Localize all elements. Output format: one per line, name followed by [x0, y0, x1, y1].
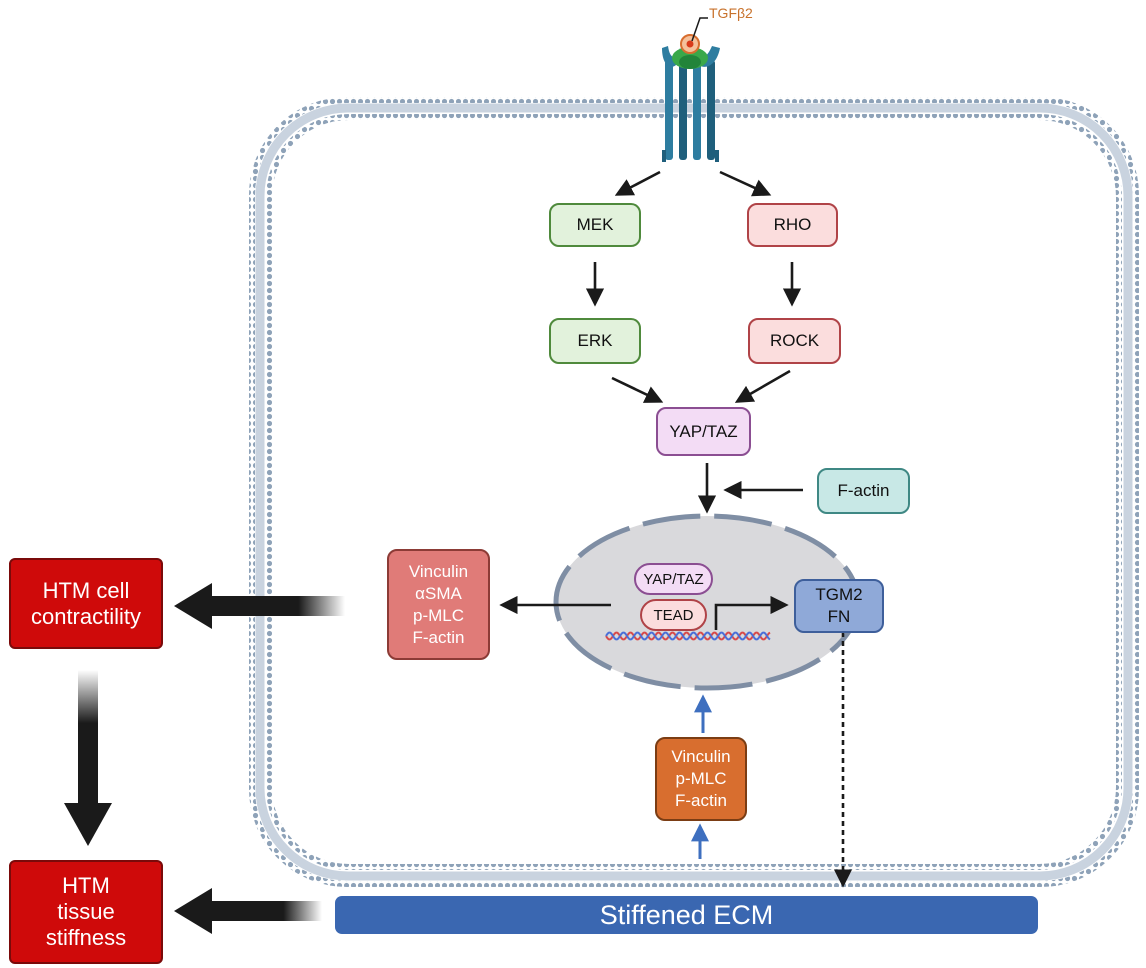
target-gene-1: FN	[827, 607, 851, 626]
nucleus-yap-taz-label: YAP/TAZ	[643, 570, 704, 588]
stiffness-line-0: HTM	[62, 873, 110, 898]
dna-helix	[605, 631, 771, 641]
contractility-markers-node: Vinculin αSMA p-MLC F-actin	[387, 549, 490, 660]
mechano-marker-0: Vinculin	[671, 747, 731, 766]
arrow-rock-to-yap	[734, 369, 791, 403]
nucleus-yap-taz: YAP/TAZ	[634, 563, 713, 595]
arrow-erk-to-yap	[611, 376, 664, 403]
target-gene-0: TGM2	[815, 585, 863, 604]
arrow-to-contractility	[174, 583, 345, 629]
mechano-marker-2: F-actin	[675, 791, 727, 810]
contractility-marker-1: αSMA	[415, 583, 462, 603]
target-genes-node: TGM2 FN	[794, 579, 884, 633]
yap-taz-label: YAP/TAZ	[669, 421, 738, 441]
arrow-to-stiffness	[174, 888, 322, 934]
f-actin-node: F-actin	[817, 468, 910, 514]
rock-label: ROCK	[769, 331, 820, 350]
contractility-marker-3: F-actin	[412, 627, 465, 647]
arrow-receptor-to-mek	[614, 170, 661, 196]
tgfb2-label: TGFβ2	[709, 5, 753, 21]
htm-stiffness-outcome: HTM tissue stiffness	[9, 860, 163, 964]
stiffness-line-1: tissue	[57, 899, 115, 924]
yap-taz-node: YAP/TAZ	[656, 407, 751, 456]
rock-node: ROCK	[748, 318, 841, 364]
erk-node: ERK	[549, 318, 641, 364]
arrow-contractility-to-stiffness	[64, 670, 112, 846]
mek-node: MEK	[549, 203, 641, 247]
arrow-receptor-to-rho	[719, 170, 772, 197]
erk-label: ERK	[577, 331, 613, 350]
mek-label: MEK	[576, 215, 614, 234]
tgfb2-ligand	[680, 17, 708, 54]
mechano-arrows	[691, 694, 712, 859]
mechano-marker-1: p-MLC	[675, 769, 727, 788]
stiffness-line-2: stiffness	[45, 925, 127, 950]
signaling-arrows	[499, 170, 853, 888]
contractility-line-1: contractility	[30, 603, 142, 629]
tead-node: TEAD	[640, 599, 707, 631]
mechano-markers-node: Vinculin p-MLC F-actin	[655, 737, 747, 821]
arrow-transcription-to-targets	[714, 595, 789, 630]
contractility-line-0: HTM cell	[42, 577, 130, 603]
contractility-marker-0: Vinculin	[408, 561, 469, 581]
ecm-label: Stiffened ECM	[599, 899, 774, 930]
stiffened-ecm-bar: Stiffened ECM	[335, 896, 1038, 934]
f-actin-label: F-actin	[837, 481, 890, 500]
contractility-marker-2: p-MLC	[412, 605, 464, 625]
tgfb-receptor-complex	[662, 46, 720, 162]
rho-node: RHO	[747, 203, 838, 247]
outcome-arrows	[64, 583, 345, 934]
rho-label: RHO	[773, 215, 812, 234]
htm-contractility-outcome: HTM cell contractility	[9, 558, 163, 649]
tead-label: TEAD	[653, 606, 694, 624]
